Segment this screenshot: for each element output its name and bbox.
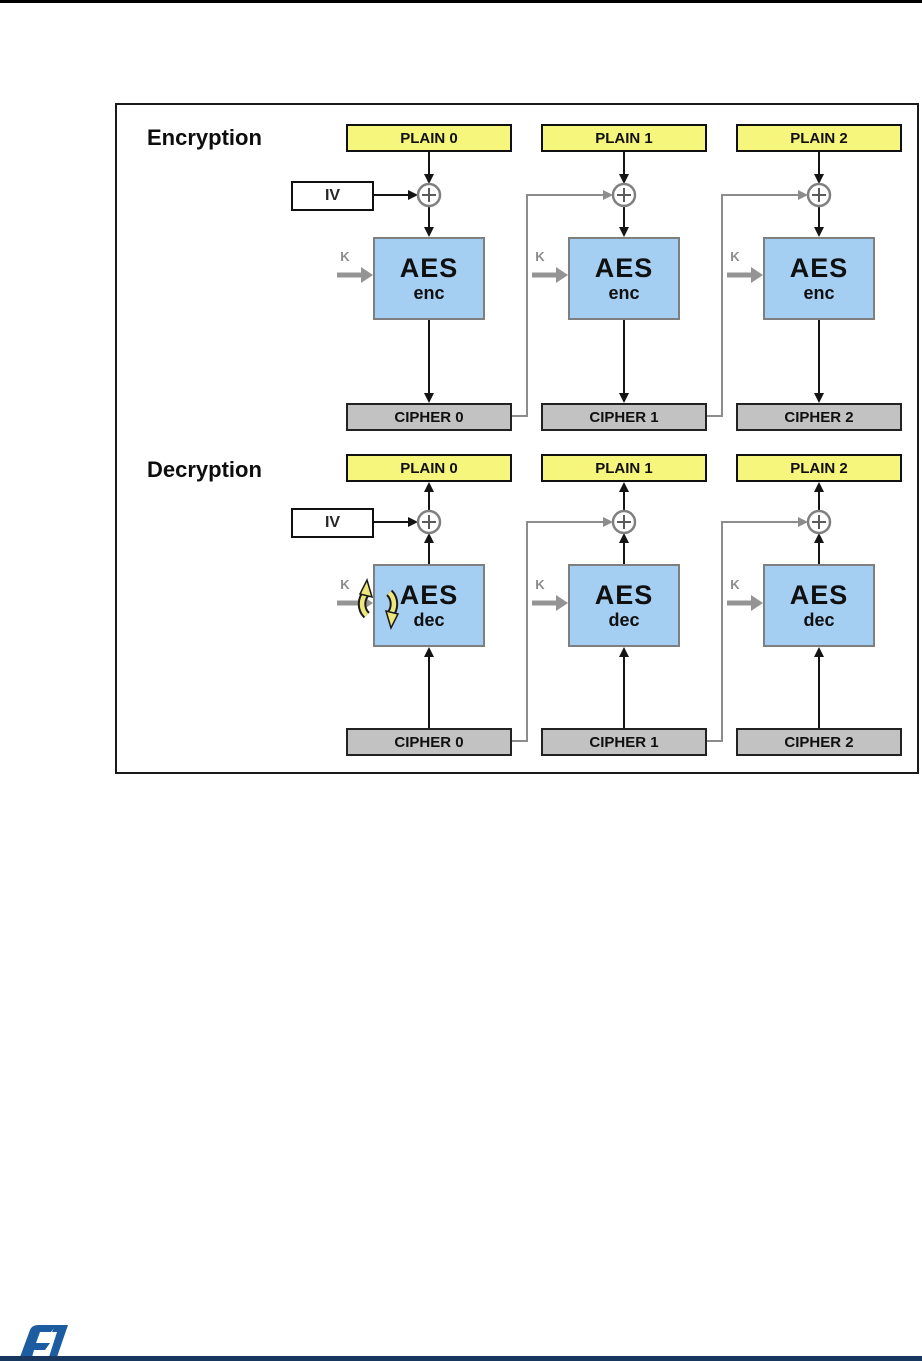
aes-mode: dec — [803, 610, 835, 630]
cipher-block: CIPHER 0 — [346, 728, 512, 756]
encryption-flow-arrows — [374, 151, 824, 403]
encryption-feedback-lines — [512, 190, 808, 417]
plain-block: PLAIN 1 — [541, 124, 707, 152]
st-logo — [20, 1325, 68, 1357]
cipher-block: CIPHER 0 — [346, 403, 512, 431]
aes-enc-block: AES enc — [373, 237, 485, 320]
xor-node-icon — [806, 509, 832, 535]
plain-block: PLAIN 1 — [541, 454, 707, 482]
plain-block: PLAIN 0 — [346, 454, 512, 482]
aes-mode: enc — [413, 283, 445, 303]
decryption-xor-nodes — [416, 509, 832, 535]
aes-mode: dec — [608, 610, 640, 630]
aes-enc-block: AES enc — [568, 237, 680, 320]
key-label: K — [730, 249, 740, 264]
aes-title: AES — [594, 580, 654, 610]
section-label-encryption: Encryption — [147, 125, 262, 150]
cipher-block: CIPHER 1 — [541, 403, 707, 431]
key-label: K — [535, 249, 545, 264]
key-label: K — [340, 249, 350, 264]
key-schedule-recycle-icon — [357, 577, 400, 631]
top-rule — [0, 0, 922, 3]
xor-node-icon — [611, 182, 637, 208]
aes-dec-block: AES dec — [763, 564, 875, 647]
xor-node-icon — [416, 509, 442, 535]
cipher-block: CIPHER 1 — [541, 728, 707, 756]
diagram-connectors — [115, 103, 919, 774]
xor-node-icon — [611, 509, 637, 535]
key-label: K — [730, 577, 740, 592]
aes-title: AES — [399, 253, 459, 283]
xor-node-icon — [416, 182, 442, 208]
decryption-flow-arrows — [374, 482, 824, 728]
cipher-block: CIPHER 2 — [736, 728, 902, 756]
cipher-block: CIPHER 2 — [736, 403, 902, 431]
aes-title: AES — [789, 580, 849, 610]
iv-box: IV — [291, 508, 374, 538]
aes-title: AES — [789, 253, 849, 283]
aes-mode: dec — [413, 610, 445, 630]
decryption-key-arrows — [337, 595, 763, 611]
aes-mode: enc — [803, 283, 835, 303]
encryption-key-arrows — [337, 267, 763, 283]
plain-block: PLAIN 2 — [736, 124, 902, 152]
aes-enc-block: AES enc — [763, 237, 875, 320]
figure-frame: Encryption IV PLAIN 0 PLAIN 1 PLAIN 2 AE… — [115, 103, 919, 774]
iv-box: IV — [291, 181, 374, 211]
xor-node-icon — [806, 182, 832, 208]
section-label-decryption: Decryption — [147, 457, 262, 482]
aes-mode: enc — [608, 283, 640, 303]
key-label: K — [535, 577, 545, 592]
aes-title: AES — [594, 253, 654, 283]
footer-bar — [0, 1356, 922, 1361]
plain-block: PLAIN 2 — [736, 454, 902, 482]
key-label: K — [340, 577, 350, 592]
decryption-feedback-lines — [512, 517, 808, 742]
plain-block: PLAIN 0 — [346, 124, 512, 152]
encryption-xor-nodes — [416, 182, 832, 208]
aes-title: AES — [399, 580, 459, 610]
figure-border — [115, 103, 919, 774]
aes-dec-block: AES dec — [568, 564, 680, 647]
